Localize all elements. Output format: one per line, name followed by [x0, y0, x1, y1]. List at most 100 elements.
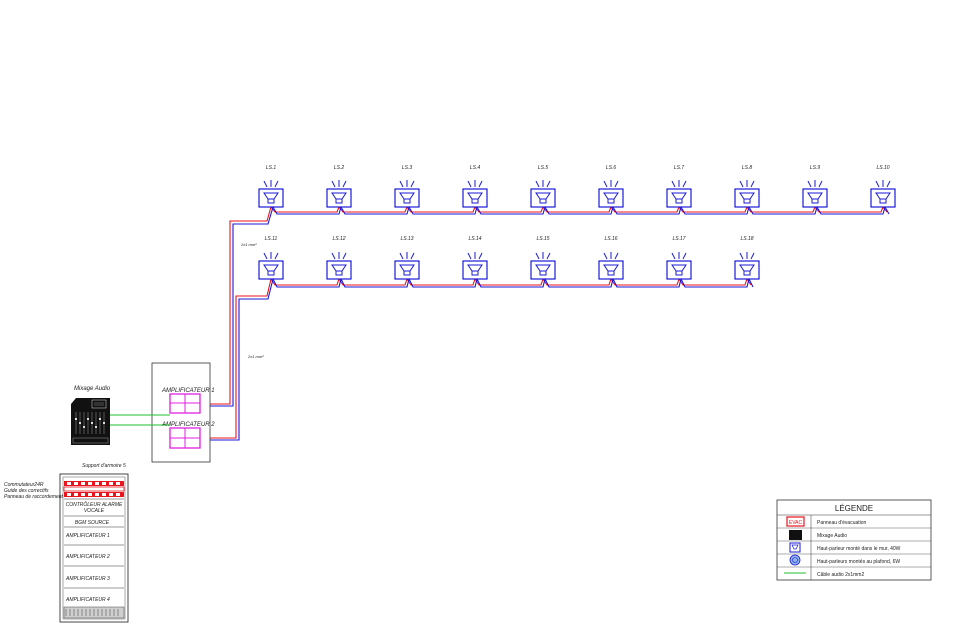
speaker-label: LS.10	[876, 165, 889, 171]
rack-controller-line2: VOCALE	[84, 508, 105, 514]
wall-speaker-icon	[326, 251, 352, 280]
wall-speaker-16: LS.16	[598, 236, 624, 280]
rack-port	[74, 493, 78, 496]
rack-port	[88, 493, 92, 496]
bus-wire-blue-1	[272, 205, 890, 215]
amplifier-1-label: AMPLIFICATEUR 1	[161, 388, 215, 394]
wall-speaker-11: LS.11	[258, 236, 284, 280]
speaker-row-2: LS.11 LS.12 LS.13 LS.14 LS.15 LS.16 LS.17 LS.18	[258, 236, 760, 280]
wall-speaker-icon	[462, 251, 488, 280]
wall-speaker-icon	[870, 179, 896, 208]
audio-cables	[109, 414, 170, 426]
legend: LÉGENDE EVAC Panneau d'évacuation Mixage…	[776, 499, 932, 581]
rack-amp-4: AMPLIFICATEUR 4	[65, 597, 110, 603]
mixer-label: Mixage Audio	[74, 386, 111, 392]
rack-port	[67, 493, 71, 496]
wall-speaker-17: LS.17	[666, 236, 692, 280]
rack-port	[102, 493, 106, 496]
amplifier-cabinet: AMPLIFICATEUR 1 AMPLIFICATEUR 2	[151, 362, 215, 463]
rack-port	[81, 493, 85, 496]
rack-port	[74, 482, 78, 485]
mixer-fader-knob	[87, 418, 89, 420]
wall-speaker-icon	[666, 251, 692, 280]
evac-panel-icon: EVAC	[786, 516, 805, 527]
speaker-label: LS.12	[332, 236, 345, 242]
amplifier-2-label: AMPLIFICATEUR 2	[161, 422, 215, 428]
rack-port	[116, 482, 120, 485]
speaker-label: LS.1	[266, 165, 277, 171]
wall-speaker-1: LS.1	[258, 165, 284, 208]
legend-item-evac: Panneau d'évacuation	[817, 520, 867, 526]
legend-item-mixer: Mixage Audio	[817, 533, 847, 539]
rack-amp-3: AMPLIFICATEUR 3	[65, 576, 110, 582]
rack-amp-1: AMPLIFICATEUR 1	[65, 533, 110, 539]
wall-speaker-6: LS.6	[598, 165, 624, 208]
rack-side-label-3: Panneau de raccordement	[4, 494, 64, 500]
rack-port	[67, 482, 71, 485]
ceiling-speaker-icon	[789, 554, 801, 566]
wall-speaker-icon	[326, 179, 352, 208]
wall-speaker-icon	[789, 542, 801, 553]
wall-speaker-7: LS.7	[666, 165, 692, 208]
wall-speaker-icon	[598, 179, 624, 208]
speaker-label: LS.17	[672, 236, 685, 242]
speaker-label: LS.8	[742, 165, 753, 171]
evac-badge: EVAC	[789, 520, 803, 526]
wall-speaker-14: LS.14	[462, 236, 488, 280]
rack-title: Support d'armoire 5	[82, 463, 126, 469]
amplifier-1-symbol	[169, 393, 201, 414]
rack-port	[116, 493, 120, 496]
mixer-fader-knob	[99, 418, 101, 420]
wall-speaker-10: LS.10	[870, 165, 896, 208]
rack-port	[88, 482, 92, 485]
mixer-fader-knob	[79, 422, 81, 424]
wall-speaker-13: LS.13	[394, 236, 420, 280]
rack-port	[95, 482, 99, 485]
wall-speaker-icon	[734, 251, 760, 280]
feeder-amp1-red	[200, 206, 272, 405]
wall-speaker-icon	[530, 251, 556, 280]
rack-port	[109, 493, 113, 496]
speaker-label: LS.9	[810, 165, 821, 171]
bus-wire-blue-2	[272, 277, 754, 288]
rack-controller-line1: CONTRÔLEUR ALARME	[66, 501, 123, 508]
cable-note-2: 2x1 mm²	[247, 354, 264, 359]
speaker-row-1: LS.1 LS.2 LS.3 LS.4 LS.5 LS.6 LS.7 LS.8 LS.9 LS.1…	[258, 165, 896, 208]
wall-speaker-icon	[734, 179, 760, 208]
feeder-amp2-blue	[200, 278, 274, 441]
wall-speaker-12: LS.12	[326, 236, 352, 280]
mixer-fader-knob	[103, 422, 105, 424]
legend-title: LÉGENDE	[835, 504, 873, 513]
speaker-label: LS.2	[334, 165, 345, 171]
rack-port	[81, 482, 85, 485]
speaker-label: LS.14	[468, 236, 481, 242]
wall-speaker-icon	[802, 179, 828, 208]
wall-speaker-icon	[462, 179, 488, 208]
bus-wire-red-1	[270, 205, 888, 213]
feeder-amp1-blue	[200, 206, 274, 407]
wall-speaker-9: LS.9	[802, 165, 828, 208]
speaker-label: LS.11	[265, 236, 278, 242]
wall-speaker-4: LS.4	[462, 165, 488, 208]
mixer-fader-knob	[83, 426, 85, 428]
speaker-label: LS.3	[402, 165, 413, 171]
wall-speaker-18: LS.18	[734, 236, 760, 280]
speaker-label: LS.15	[536, 236, 549, 242]
mixer-icon	[71, 398, 110, 445]
speaker-label: LS.6	[606, 165, 617, 171]
rack-side-label-1: Commutateur24R	[4, 482, 44, 488]
patch-panel	[64, 492, 124, 497]
rack-side-label-2: Guide des correctifs	[4, 488, 49, 494]
rack-port	[109, 482, 113, 485]
cable-note-1: 2x1 mm²	[240, 242, 257, 247]
wall-speaker-icon	[258, 179, 284, 208]
rack-amp-2: AMPLIFICATEUR 2	[65, 554, 110, 560]
speaker-label: LS.4	[470, 165, 481, 171]
patch-guide	[63, 486, 125, 492]
mixer-fader-knob	[91, 422, 93, 424]
legend-item-ceiling-speaker: Haut-parleurs montés au plafond, 6W	[817, 559, 900, 565]
wall-speaker-5: LS.5	[530, 165, 556, 208]
wall-speaker-icon	[258, 251, 284, 280]
switch-24r	[64, 481, 124, 486]
